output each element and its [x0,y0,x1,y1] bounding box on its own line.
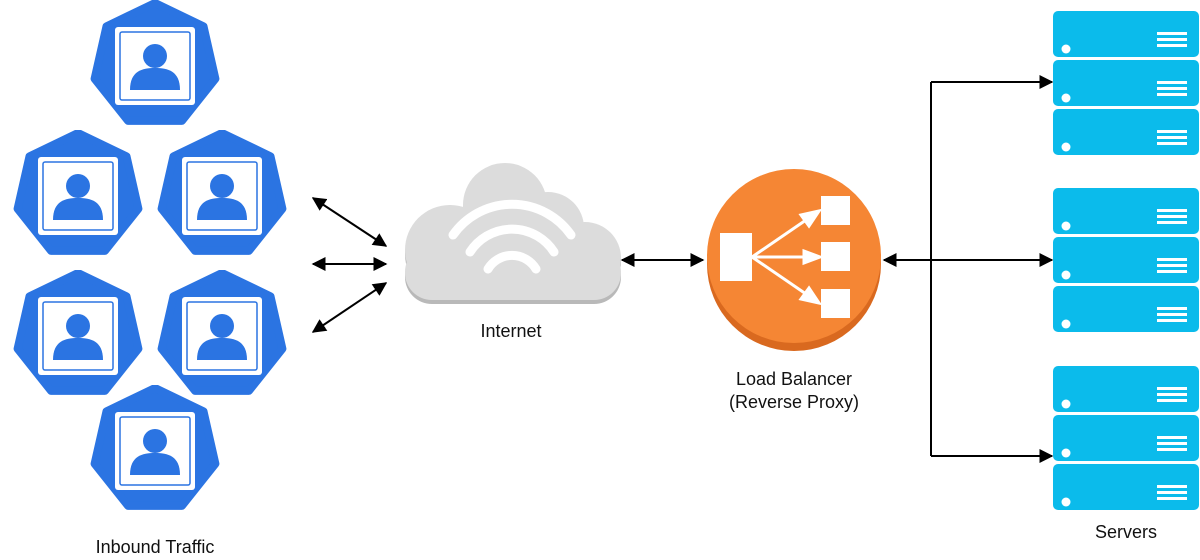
server-icon [1053,188,1199,234]
internet-label: Internet [480,321,541,341]
user-icon [162,133,283,251]
balancer-label-line1: Load Balancer [736,369,852,389]
servers-label: Servers [1095,522,1157,542]
user-icon [95,3,216,121]
load-balancer-icon [707,169,881,351]
cloud-icon [405,163,621,304]
balancer-server-connectors [882,75,1054,463]
user-icon [95,388,216,506]
arrow-upper [311,197,388,247]
server-icon [1053,237,1199,283]
arrow-lower [311,282,388,333]
inbound-traffic-label: Inbound Traffic [96,537,215,557]
user-internet-arrows [311,197,388,333]
user-icon [162,273,283,391]
server-icon [1053,11,1199,57]
wifi-icon [448,199,576,274]
server-group-top [1053,11,1199,155]
user-icon [18,273,139,391]
server-icon [1053,415,1199,461]
inbound-users [18,3,283,506]
balancer-label-line2: (Reverse Proxy) [729,392,859,412]
server-icon [1053,366,1199,412]
server-icon [1053,60,1199,106]
server-icon [1053,464,1199,510]
server-icon [1053,109,1199,155]
user-icon [18,133,139,251]
server-icon [1053,286,1199,332]
server-group-bottom [1053,366,1199,510]
server-group-middle [1053,188,1199,332]
